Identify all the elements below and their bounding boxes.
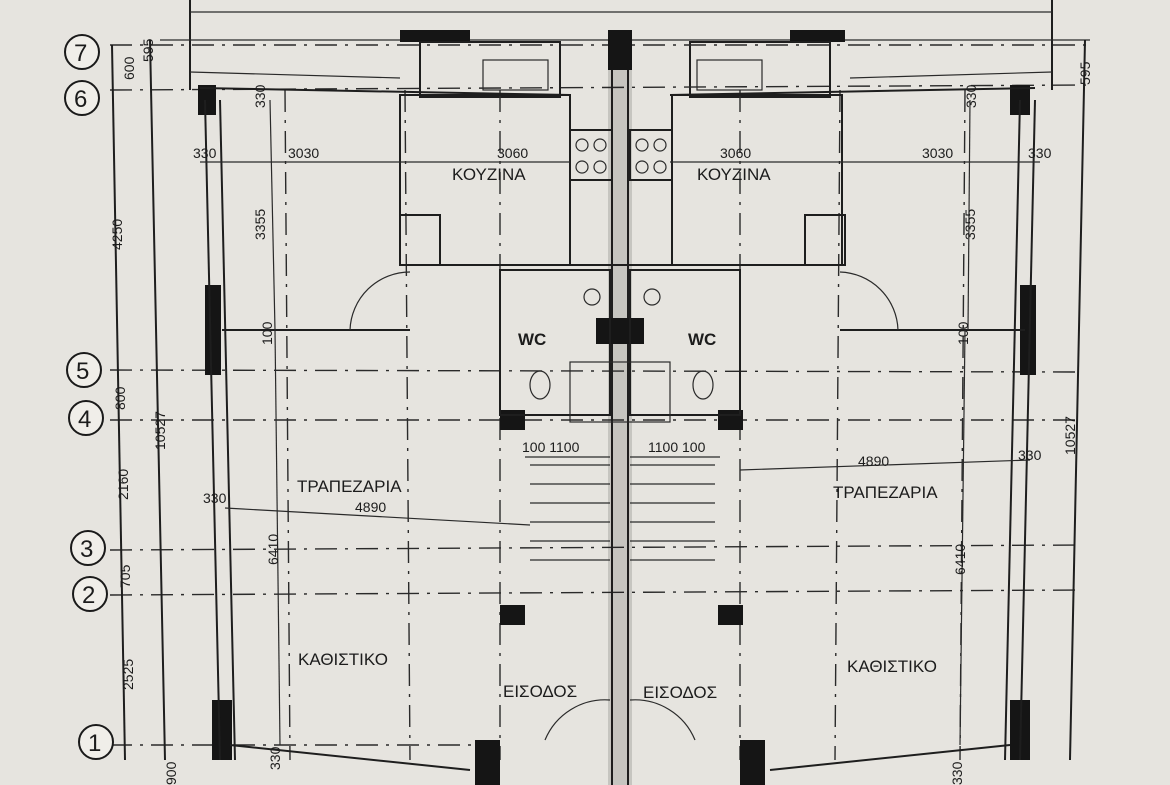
grid-marker-2: 2 [82,582,95,609]
dimension-label: 4890 [858,453,889,469]
room-entrance-left: ΕΙΣΟΔΟΣ [503,682,577,701]
dimension-label: 3030 [922,145,953,161]
room-labels: ΚΟΥΖΙΝΑ ΚΟΥΖΙΝΑ WC WC ΤΡΑΠΕΖΑΡΙΑ ΤΡΑΠΕΖΑ… [297,165,938,702]
dimension-label: 330 [252,84,268,108]
sink-icon [643,288,661,306]
room-entrance-right: ΕΙΣΟΔΟΣ [643,683,717,702]
dim-10527-right: 10527 [1062,416,1078,455]
stove-icon [635,138,667,174]
sink-icon [583,288,601,306]
room-kitchen-right: ΚΟΥΖΙΝΑ [697,165,771,184]
toilet-icon [529,370,551,400]
dimension-label: 3060 [720,145,751,161]
dim-900: 900 [163,761,179,785]
dimension-label: 330 [193,145,217,161]
dim-600: 600 [121,56,137,80]
grid-markers: 7 6 5 4 3 2 1 [64,34,1086,761]
dimension-label: 100 [259,321,275,345]
grid-marker-3: 3 [80,536,93,563]
dim-705: 705 [117,564,133,588]
dimension-label: 3030 [288,145,319,161]
room-dining-left: ΤΡΑΠΕΖΑΡΙΑ [297,477,402,496]
dimension-label: 330 [1018,447,1042,463]
stove-icon [575,138,607,174]
dim-2160: 2160 [115,469,131,500]
dimension-label: 3060 [497,145,528,161]
room-wc-left: WC [518,330,546,349]
room-living-right: ΚΑΘΙΣΤΙΚΟ [847,657,937,676]
grid-marker-6: 6 [74,86,87,113]
left-dimensions: 600 595 4250 800 10527 2160 705 2525 900 [109,38,179,785]
toilet-icon [692,370,714,400]
walls [198,30,1036,785]
dim-595: 595 [140,38,156,62]
dimension-label: 3355 [252,209,268,240]
dimension-label: 100 1100 [522,439,580,455]
kitchen-counters [399,94,846,266]
dimension-label: 6410 [952,544,968,575]
dim-2525: 2525 [120,659,136,690]
dimension-label: 330 [949,761,965,785]
dimension-label: 330 [963,84,979,108]
right-dimensions: 595 10527 [1062,61,1093,455]
interior-dimensions: 330 3030 3060 3060 3030 330 330 330 3355… [193,84,1052,785]
grid-marker-7: 7 [74,40,87,67]
dimension-label: 330 [1028,145,1052,161]
room-dining-right: ΤΡΑΠΕΖΑΡΙΑ [833,483,938,502]
dim-4250: 4250 [109,219,125,250]
room-wc-right: WC [688,330,716,349]
wc-and-stairs [349,269,899,741]
dimension-label: 330 [203,490,227,506]
dimension-label: 1100 100 [648,439,706,455]
dim-595-right: 595 [1077,61,1093,85]
grid-marker-4: 4 [78,406,91,433]
dimension-label: 3355 [962,209,978,240]
room-kitchen-left: ΚΟΥΖΙΝΑ [452,165,526,184]
room-living-left: ΚΑΘΙΣΤΙΚΟ [298,650,388,669]
dimension-label: 330 [267,746,283,770]
dim-10527: 10527 [152,411,168,450]
grid-marker-5: 5 [76,358,89,385]
grid-marker-1: 1 [88,730,101,757]
dimension-label: 4890 [355,499,386,515]
dimension-label: 6410 [265,534,281,565]
dimension-label: 100 [955,321,971,345]
dim-800: 800 [112,386,128,410]
